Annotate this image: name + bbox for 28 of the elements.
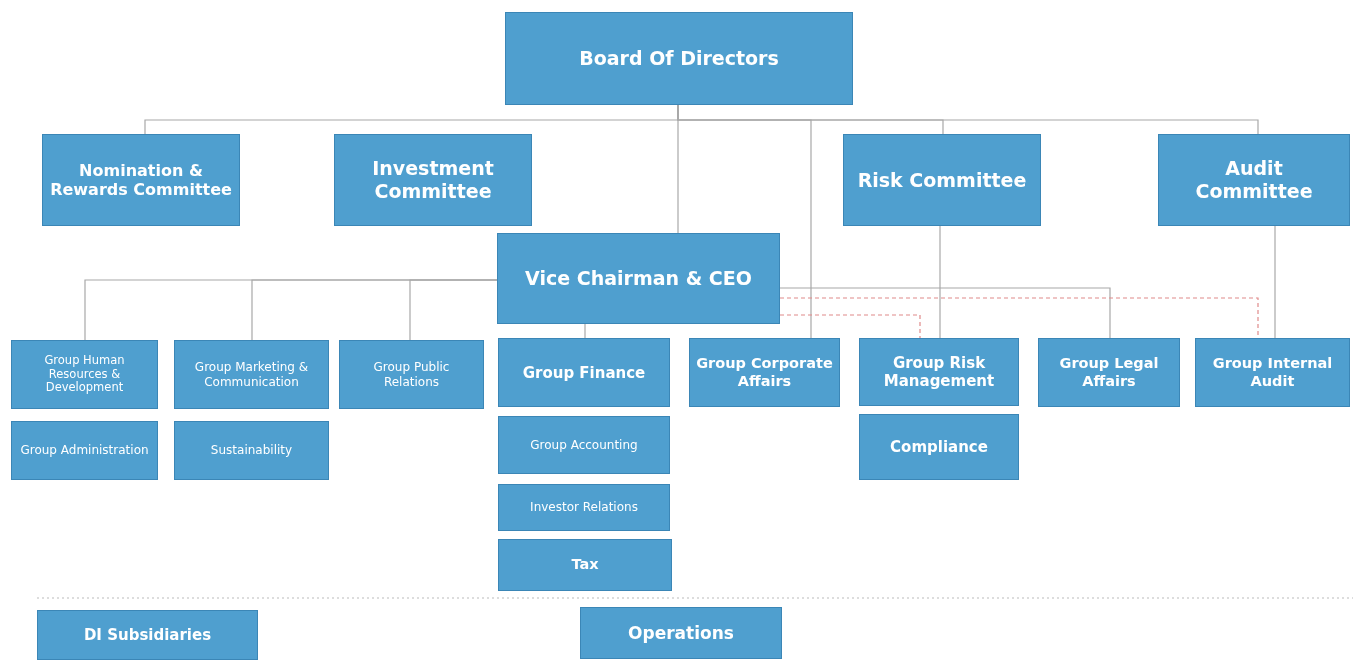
connector-line xyxy=(409,279,498,341)
connector-line xyxy=(1274,225,1276,339)
connector-line xyxy=(779,287,1111,339)
org-unit-box: Investment Committee xyxy=(334,134,532,226)
org-unit-box: Operations xyxy=(580,607,782,659)
org-unit-box: Group Finance xyxy=(498,338,670,407)
org-unit-box: Group Administration xyxy=(11,421,158,480)
org-unit-box: Board Of Directors xyxy=(505,12,853,105)
org-unit-box: Group Legal Affairs xyxy=(1038,338,1180,407)
org-unit-box: Group Accounting xyxy=(498,416,670,474)
org-unit-box: Sustainability xyxy=(174,421,329,480)
org-unit-box: Audit Committee xyxy=(1158,134,1350,226)
org-unit-box: Investor Relations xyxy=(498,484,670,531)
org-unit-box: Group Internal Audit xyxy=(1195,338,1350,407)
org-unit-box: Tax xyxy=(498,539,672,591)
org-unit-box: Group Human Resources & Development xyxy=(11,340,158,409)
org-unit-box: Compliance xyxy=(859,414,1019,480)
org-unit-box: DI Subsidiaries xyxy=(37,610,258,660)
org-unit-box: Nomination & Rewards Committee xyxy=(42,134,240,226)
org-unit-box: Group Marketing & Communication xyxy=(174,340,329,409)
org-unit-box: Group Corporate Affairs xyxy=(689,338,840,407)
dashed-connector xyxy=(779,314,921,339)
connector-line xyxy=(584,323,586,339)
connector-line xyxy=(939,225,941,339)
org-unit-box: Group Public Relations xyxy=(339,340,484,409)
org-unit-box: Group Risk Management xyxy=(859,338,1019,406)
org-unit-box: Risk Committee xyxy=(843,134,1041,226)
org-unit-box: Vice Chairman & CEO xyxy=(497,233,780,324)
